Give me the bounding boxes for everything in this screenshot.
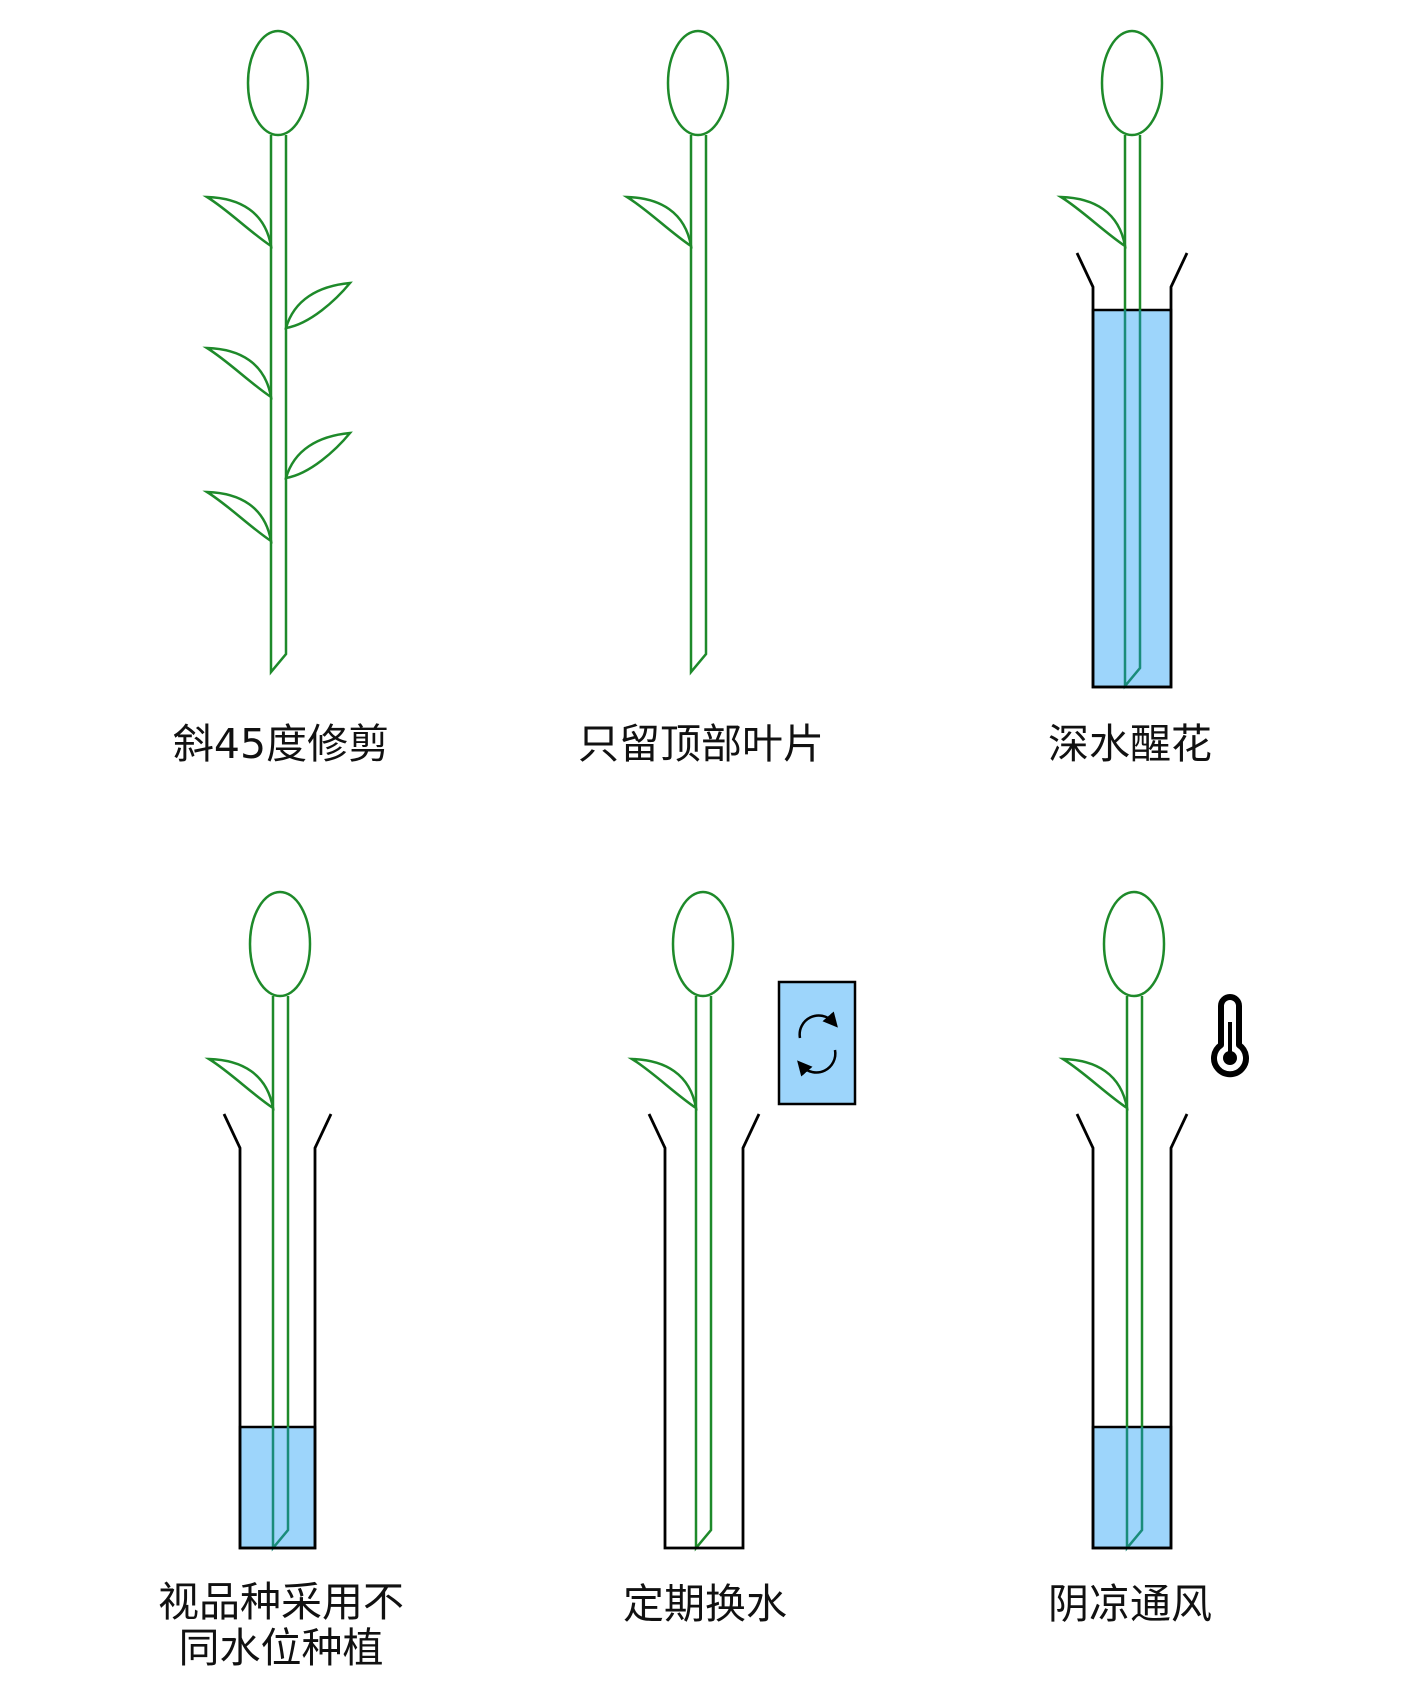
vase [222,1113,333,1550]
leaf [627,1057,698,1111]
flower-bud [671,890,735,998]
leaf [622,195,693,249]
panel-4-drawing [204,890,333,1552]
flower-bud [666,29,730,137]
panel-6-drawing [1058,890,1249,1552]
caption-3: 深水醒花 [1048,720,1212,768]
flower-stem [1125,996,1144,1427]
flower-stem-submerged [271,1427,290,1552]
water-change-icon [777,980,857,1106]
panel-2-drawing [622,29,730,676]
flower-stem-submerged [1125,1427,1144,1552]
flower-stem [269,135,288,676]
vase [1075,252,1189,689]
vase [647,1113,761,1550]
flower-stem-submerged [1123,310,1142,690]
panel-1-drawing [202,29,353,676]
flower-stem [694,996,713,1552]
leaf [1056,195,1127,249]
shallow-water [238,1425,317,1550]
flower-stem [689,135,708,676]
caption-2: 只留顶部叶片 [578,720,824,768]
thermometer-icon [1211,994,1249,1078]
flower-stem [271,996,290,1427]
caption-4: 视品种采用不 同水位种植 [158,1578,404,1672]
panel-5-drawing [627,890,857,1552]
deep-water [1091,308,1173,689]
flower-bud [1100,29,1164,137]
shallow-water [1091,1425,1173,1550]
flower-bud [248,890,312,998]
flower-bud [1102,890,1166,998]
leaf [204,1057,275,1111]
leaf [284,281,353,330]
panel-3-drawing [1056,29,1189,690]
caption-5: 定期换水 [623,1580,787,1628]
caption-1: 斜45度修剪 [172,720,390,768]
vase [1075,1113,1189,1550]
flower-stem [1123,135,1142,310]
leaf [284,431,353,480]
leaf [202,195,273,249]
caption-6: 阴凉通风 [1048,1580,1212,1628]
leaf [202,346,273,400]
flower-bud [246,29,310,137]
leaf [202,490,273,544]
leaf [1058,1057,1129,1111]
